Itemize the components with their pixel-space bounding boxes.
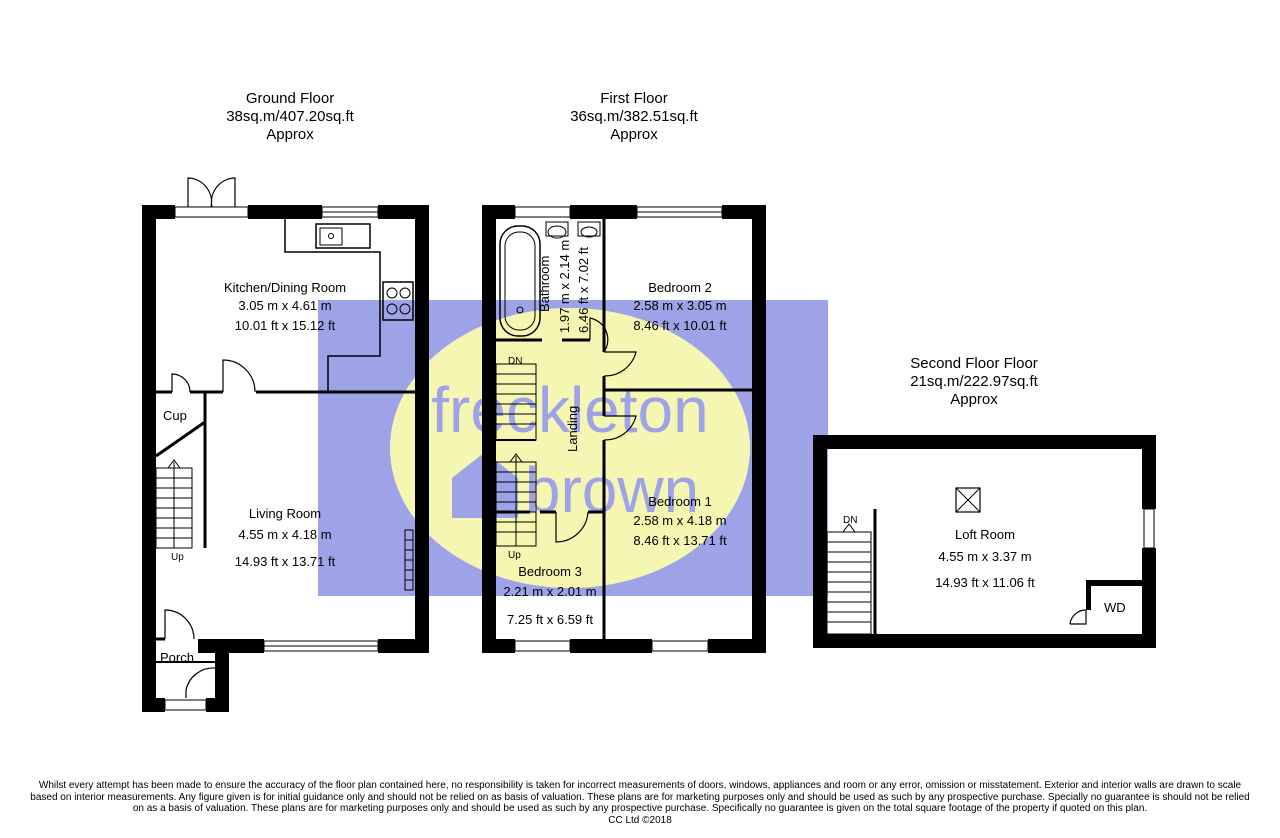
disclaimer: Whilst every attempt has been made to en… [10,780,1270,826]
floor-area: 38sq.m/407.20sq.ft [226,108,354,125]
room-imperial-bathroom: 6.46 ft x 7.02 ft [576,247,591,333]
room-imperial-bedroom2: 8.46 ft x 10.01 ft [633,318,727,333]
room-metric-bathroom: 1.97 m x 2.14 m [557,239,572,333]
room-metric-loft: 4.55 m x 3.37 m [938,549,1032,564]
room-imperial-living: 14.93 ft x 13.71 ft [234,554,336,569]
floor-area: 36sq.m/382.51sq.ft [570,108,698,125]
ground-floor-inner-lines [155,177,415,711]
stairs-dn-label: DN [508,356,523,367]
room-name-bedroom3: Bedroom 3 [518,564,582,579]
room-name-porch: Porch [160,650,194,665]
floor-area: 21sq.m/222.97sq.ft [910,373,1038,390]
first-stairs [495,363,537,547]
floor-approx: Approx [266,126,314,143]
ground-floor-walls [142,205,429,712]
room-imperial-bedroom3: 7.25 ft x 6.59 ft [507,612,593,627]
watermark-text-2: brown [525,454,699,526]
second-floor-header: Second Floor Floor 21sq.m/222.97sq.ft Ap… [874,355,1074,409]
room-name-loft: Loft Room [955,527,1015,542]
second-floor-inner-lines [873,487,1155,634]
stairs-up-label: Up [171,552,184,563]
floor-name: Ground Floor [245,90,335,107]
room-name-bedroom2: Bedroom 2 [648,280,712,295]
floor-approx: Approx [950,391,998,408]
room-metric-bedroom1: 2.58 m x 4.18 m [633,513,727,528]
room-imperial-kitchen: 10.01 ft x 15.12 ft [234,318,336,333]
room-name-living: Living Room [248,506,322,521]
room-name-cup: Cup [163,408,187,423]
second-floor-walls [813,435,1156,648]
room-metric-bedroom3: 2.21 m x 2.01 m [503,584,597,599]
floor-name: Second Floor Floor [910,355,1038,372]
stairs-up-label: Up [508,550,521,561]
room-name-bathroom: Bathroom [537,255,552,312]
ground-floor-header: Ground Floor 38sq.m/407.20sq.ft Approx [190,90,390,144]
second-stairs [826,523,872,635]
room-name-kitchen: Kitchen/Dining Room [223,280,347,295]
disclaimer-line: on as a basis of valuation. These plans … [132,803,1148,814]
ground-stairs [155,459,193,549]
room-name-landing: Landing [565,405,580,452]
room-metric-bedroom2: 2.58 m x 3.05 m [633,298,727,313]
first-floor-header: First Floor 36sq.m/382.51sq.ft Approx [534,90,734,144]
room-metric-living: 4.55 m x 4.18 m [238,527,332,542]
room-name-bedroom1: Bedroom 1 [648,494,712,509]
first-floor-walls [482,205,766,653]
copyright: CC Ltd ©2018 [608,814,672,826]
room-imperial-bedroom1: 8.46 ft x 13.71 ft [633,533,727,548]
watermark-text-1: freckleton [431,374,708,446]
disclaimer-line: Whilst every attempt has been made to en… [38,780,1242,791]
first-floor-inner-lines [496,206,752,652]
stairs-dn-label: DN [843,515,858,526]
room-name-wd: WD [1104,600,1126,615]
room-metric-kitchen: 3.05 m x 4.61 m [238,298,332,313]
floor-approx: Approx [610,126,658,143]
disclaimer-line: based on interior measurements. Any figu… [30,791,1250,803]
room-imperial-loft: 14.93 ft x 11.06 ft [935,575,1035,590]
floor-name: First Floor [600,90,668,107]
